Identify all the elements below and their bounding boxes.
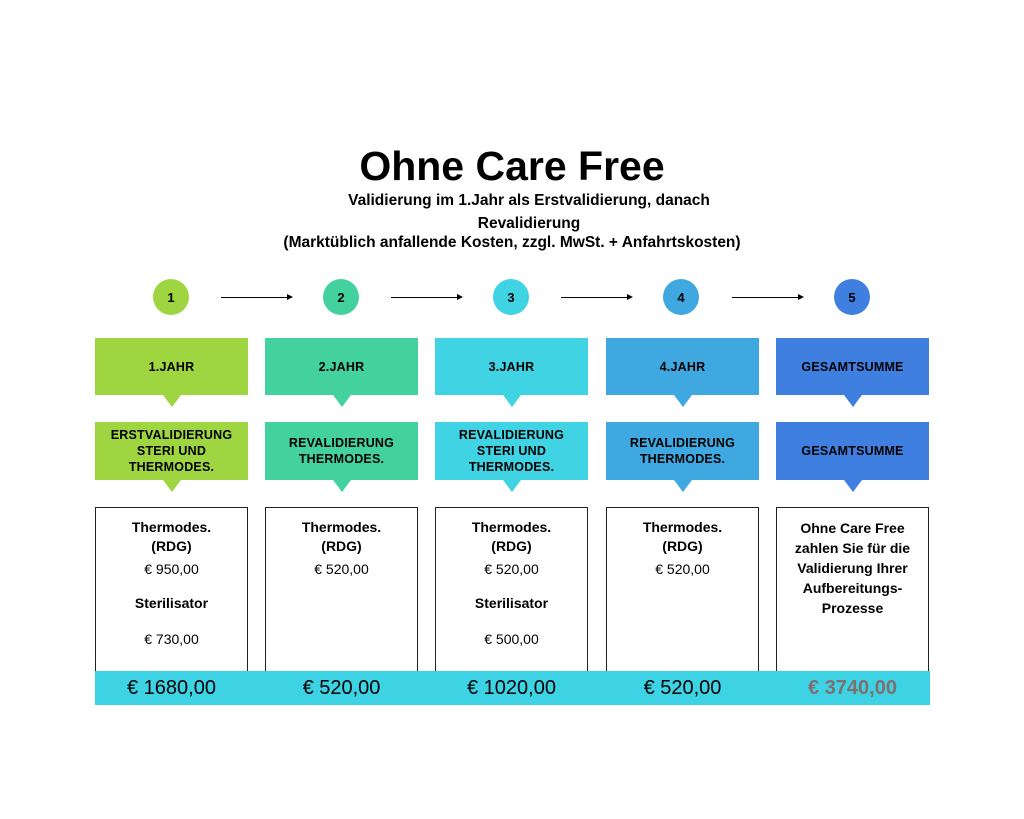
arrow-right-icon [561,294,633,300]
item-price: € 730,00 [144,631,199,647]
detail-box-2: Thermodes. (RDG) € 520,00 [265,507,418,673]
item-price: € 520,00 [484,561,539,577]
item-name: Thermodes. (RDG) [301,519,382,554]
desc-callout-1: ERSTVALIDIERUNG STERI UND THERMODES. [95,422,248,492]
desc-callout-5: GESAMTSUMME [776,422,929,492]
step-circle-3: 3 [493,279,529,315]
page-title: Ohne Care Free [359,143,665,189]
grand-total-value: € 3740,00 [808,676,897,699]
desc-callout-4: REVALIDIERUNG THERMODES. [606,422,759,492]
arrow-right-icon [221,294,293,300]
page-subtitle: Validierung im 1.Jahr als Erstvalidierun… [348,192,710,232]
arrow-right-icon [732,294,804,300]
item-name: Thermodes. (RDG) [642,519,723,554]
year-callout-3: 3.JAHR [435,338,588,407]
item-name: Thermodes. (RDG) [131,519,212,554]
item-price: € 520,00 [655,561,710,577]
detail-box-3: Thermodes. (RDG) € 520,00 Sterilisator €… [435,507,588,673]
step-circle-2: 2 [323,279,359,315]
item-name: Thermodes. (RDG) [471,519,552,554]
item-price: € 500,00 [484,631,539,647]
total-value-1: € 1680,00 [127,676,216,699]
step-circle-4: 4 [663,279,699,315]
item-price: € 520,00 [314,561,369,577]
totals-bar [95,671,930,705]
arrow-right-icon [391,294,463,300]
year-callout-5: GESAMTSUMME [776,338,929,407]
total-value-2: € 520,00 [302,676,381,699]
year-callout-4: 4.JAHR [606,338,759,407]
summary-text: Ohne Care Free zahlen Sie für die Validi… [794,520,911,616]
year-callout-2: 2.JAHR [265,338,418,407]
desc-callout-2: REVALIDIERUNG THERMODES. [265,422,418,492]
cost-note: (Marktüblich anfallende Kosten, zzgl. Mw… [283,234,741,251]
step-circle-5: 5 [834,279,870,315]
item-name: Sterilisator [474,595,549,611]
step-circle-1: 1 [153,279,189,315]
detail-box-4: Thermodes. (RDG) € 520,00 [606,507,759,673]
item-price: € 950,00 [144,561,199,577]
year-callout-1: 1.JAHR [95,338,248,407]
total-value-4: € 520,00 [643,676,722,699]
detail-box-1: Thermodes. (RDG) € 950,00 Sterilisator €… [95,507,248,673]
total-value-3: € 1020,00 [467,676,556,699]
detail-box-5: Ohne Care Free zahlen Sie für die Validi… [776,507,929,673]
desc-callout-3: REVALIDIERUNG STERI UND THERMODES. [435,422,588,492]
item-name: Sterilisator [134,595,209,611]
